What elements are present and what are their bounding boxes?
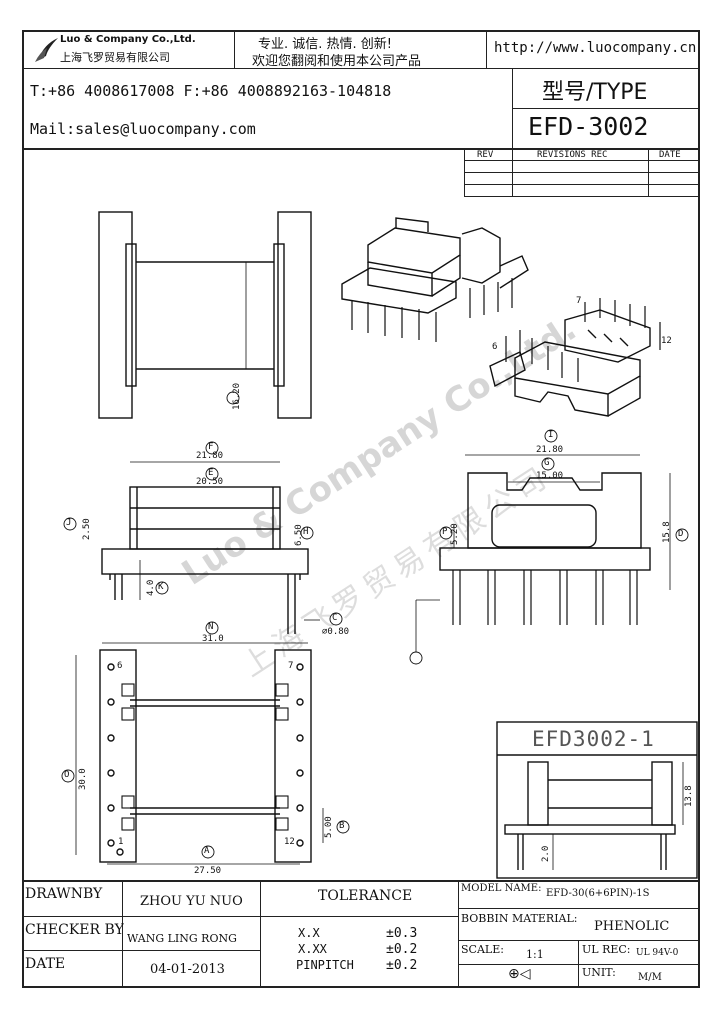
- marker-o: O: [64, 770, 70, 780]
- pin-label-12: 12: [284, 837, 295, 847]
- dim-4-0: 4.0: [146, 579, 156, 596]
- dim-6-50: 6.50: [294, 524, 304, 546]
- dim-5-00: 5.00: [324, 816, 334, 838]
- type-label: 型号/TYPE: [542, 80, 648, 105]
- model-name-value: EFD-30(6+6PIN)-1S: [546, 888, 650, 899]
- marker-k: K: [158, 582, 164, 592]
- contact-phone-fax: T:+86 4008617008 F:+86 4008892163-104818: [30, 82, 392, 100]
- dim-15-8: 15.8: [662, 521, 672, 543]
- tol-xx-label-1: X.X: [298, 926, 320, 940]
- marker-c: C: [332, 613, 338, 623]
- bobbin-material-label: BOBBIN MATERIAL:: [461, 912, 578, 925]
- model-name-label: MODEL NAME:: [461, 883, 542, 894]
- marker-p: P: [442, 527, 448, 537]
- date-value: 04-01-2013: [150, 962, 225, 977]
- date-label: DATE: [25, 956, 66, 972]
- dim-0-80: ⌀0.80: [322, 627, 350, 637]
- tol-xx-label-2: X.XX: [298, 942, 327, 956]
- marker-j: J: [66, 518, 72, 528]
- company-name-cn: 上海飞罗贸易有限公司: [60, 51, 170, 64]
- rev-column-header: REV: [477, 150, 494, 160]
- tolerance-label: TOLERANCE: [318, 888, 413, 904]
- unit-value: M/M: [638, 972, 662, 983]
- unit-label: UNIT:: [582, 966, 616, 979]
- marker-i: I: [548, 430, 554, 440]
- variant-title: EFD3002-1: [532, 727, 655, 751]
- dim-16-20: 16.20: [232, 382, 242, 410]
- iso-pin-label-6: 6: [492, 342, 498, 352]
- contact-email[interactable]: Mail:sales@luocompany.com: [30, 120, 256, 138]
- dim-5-20: 5.20: [450, 523, 460, 545]
- bobbin-material-value: PHENOLIC: [594, 919, 670, 934]
- ul-rec-value: UL 94V-0: [636, 948, 679, 958]
- marker-b: B: [339, 821, 345, 831]
- marker-n: N: [208, 622, 214, 632]
- dim-21-80-left: 21.80: [196, 451, 224, 461]
- dim-21-80-right: 21.80: [536, 445, 564, 455]
- marker-d: D: [678, 529, 684, 539]
- dim-2-0: 2.0: [541, 845, 551, 862]
- iso-pin-label-12: 12: [661, 336, 672, 346]
- marker-g: G: [544, 458, 550, 468]
- tol-pinpitch-label: PINPITCH: [296, 958, 354, 972]
- dim-20-50: 20.50: [196, 477, 224, 487]
- date-column-header: DATE: [659, 150, 681, 160]
- projection-symbol-icon: ⊕◁: [508, 966, 531, 982]
- revisions-rec-column-header: REVISIONS REC: [537, 150, 608, 160]
- drawnby-label: DRAWNBY: [25, 886, 103, 902]
- dim-13-8: 13.8: [684, 785, 694, 807]
- scale-value: 1:1: [526, 948, 544, 961]
- marker-f: F: [208, 442, 214, 452]
- iso-pin-label-7: 7: [576, 296, 582, 306]
- dim-27-50: 27.50: [194, 866, 222, 876]
- drawing-frame: [22, 30, 700, 988]
- dim-15-00: 15.00: [536, 471, 564, 481]
- slogan-line-1: 专业. 诚信. 热情. 创新!: [258, 37, 393, 52]
- dim-30-0: 30.0: [78, 768, 88, 790]
- tol-pinpitch-value: ±0.2: [386, 958, 418, 973]
- pin-label-1: 1: [118, 837, 124, 847]
- pin-label-6: 6: [117, 661, 123, 671]
- slogan-line-2: 欢迎您翻阅和使用本公司产品: [252, 54, 422, 69]
- ul-rec-label: UL REC:: [582, 943, 631, 956]
- marker-h: H: [303, 527, 309, 537]
- type-value: EFD-3002: [528, 112, 649, 141]
- company-name-en: Luo & Company Co.,Ltd.: [60, 34, 196, 45]
- marker-e: E: [208, 468, 214, 478]
- checker-value: WANG LING RONG: [127, 932, 237, 945]
- scale-label: SCALE:: [461, 943, 504, 956]
- company-url-link[interactable]: http://www.luocompany.cn: [494, 40, 697, 56]
- tol-xx-value: ±0.2: [386, 942, 418, 957]
- dim-2-50: 2.50: [82, 518, 92, 540]
- marker-a: A: [204, 846, 210, 856]
- pin-label-7: 7: [288, 661, 294, 671]
- dim-31-0: 31.0: [202, 634, 224, 644]
- tol-x-value: ±0.3: [386, 926, 418, 941]
- drawnby-value: ZHOU YU NUO: [140, 894, 243, 909]
- checker-label: CHECKER BY: [25, 922, 124, 938]
